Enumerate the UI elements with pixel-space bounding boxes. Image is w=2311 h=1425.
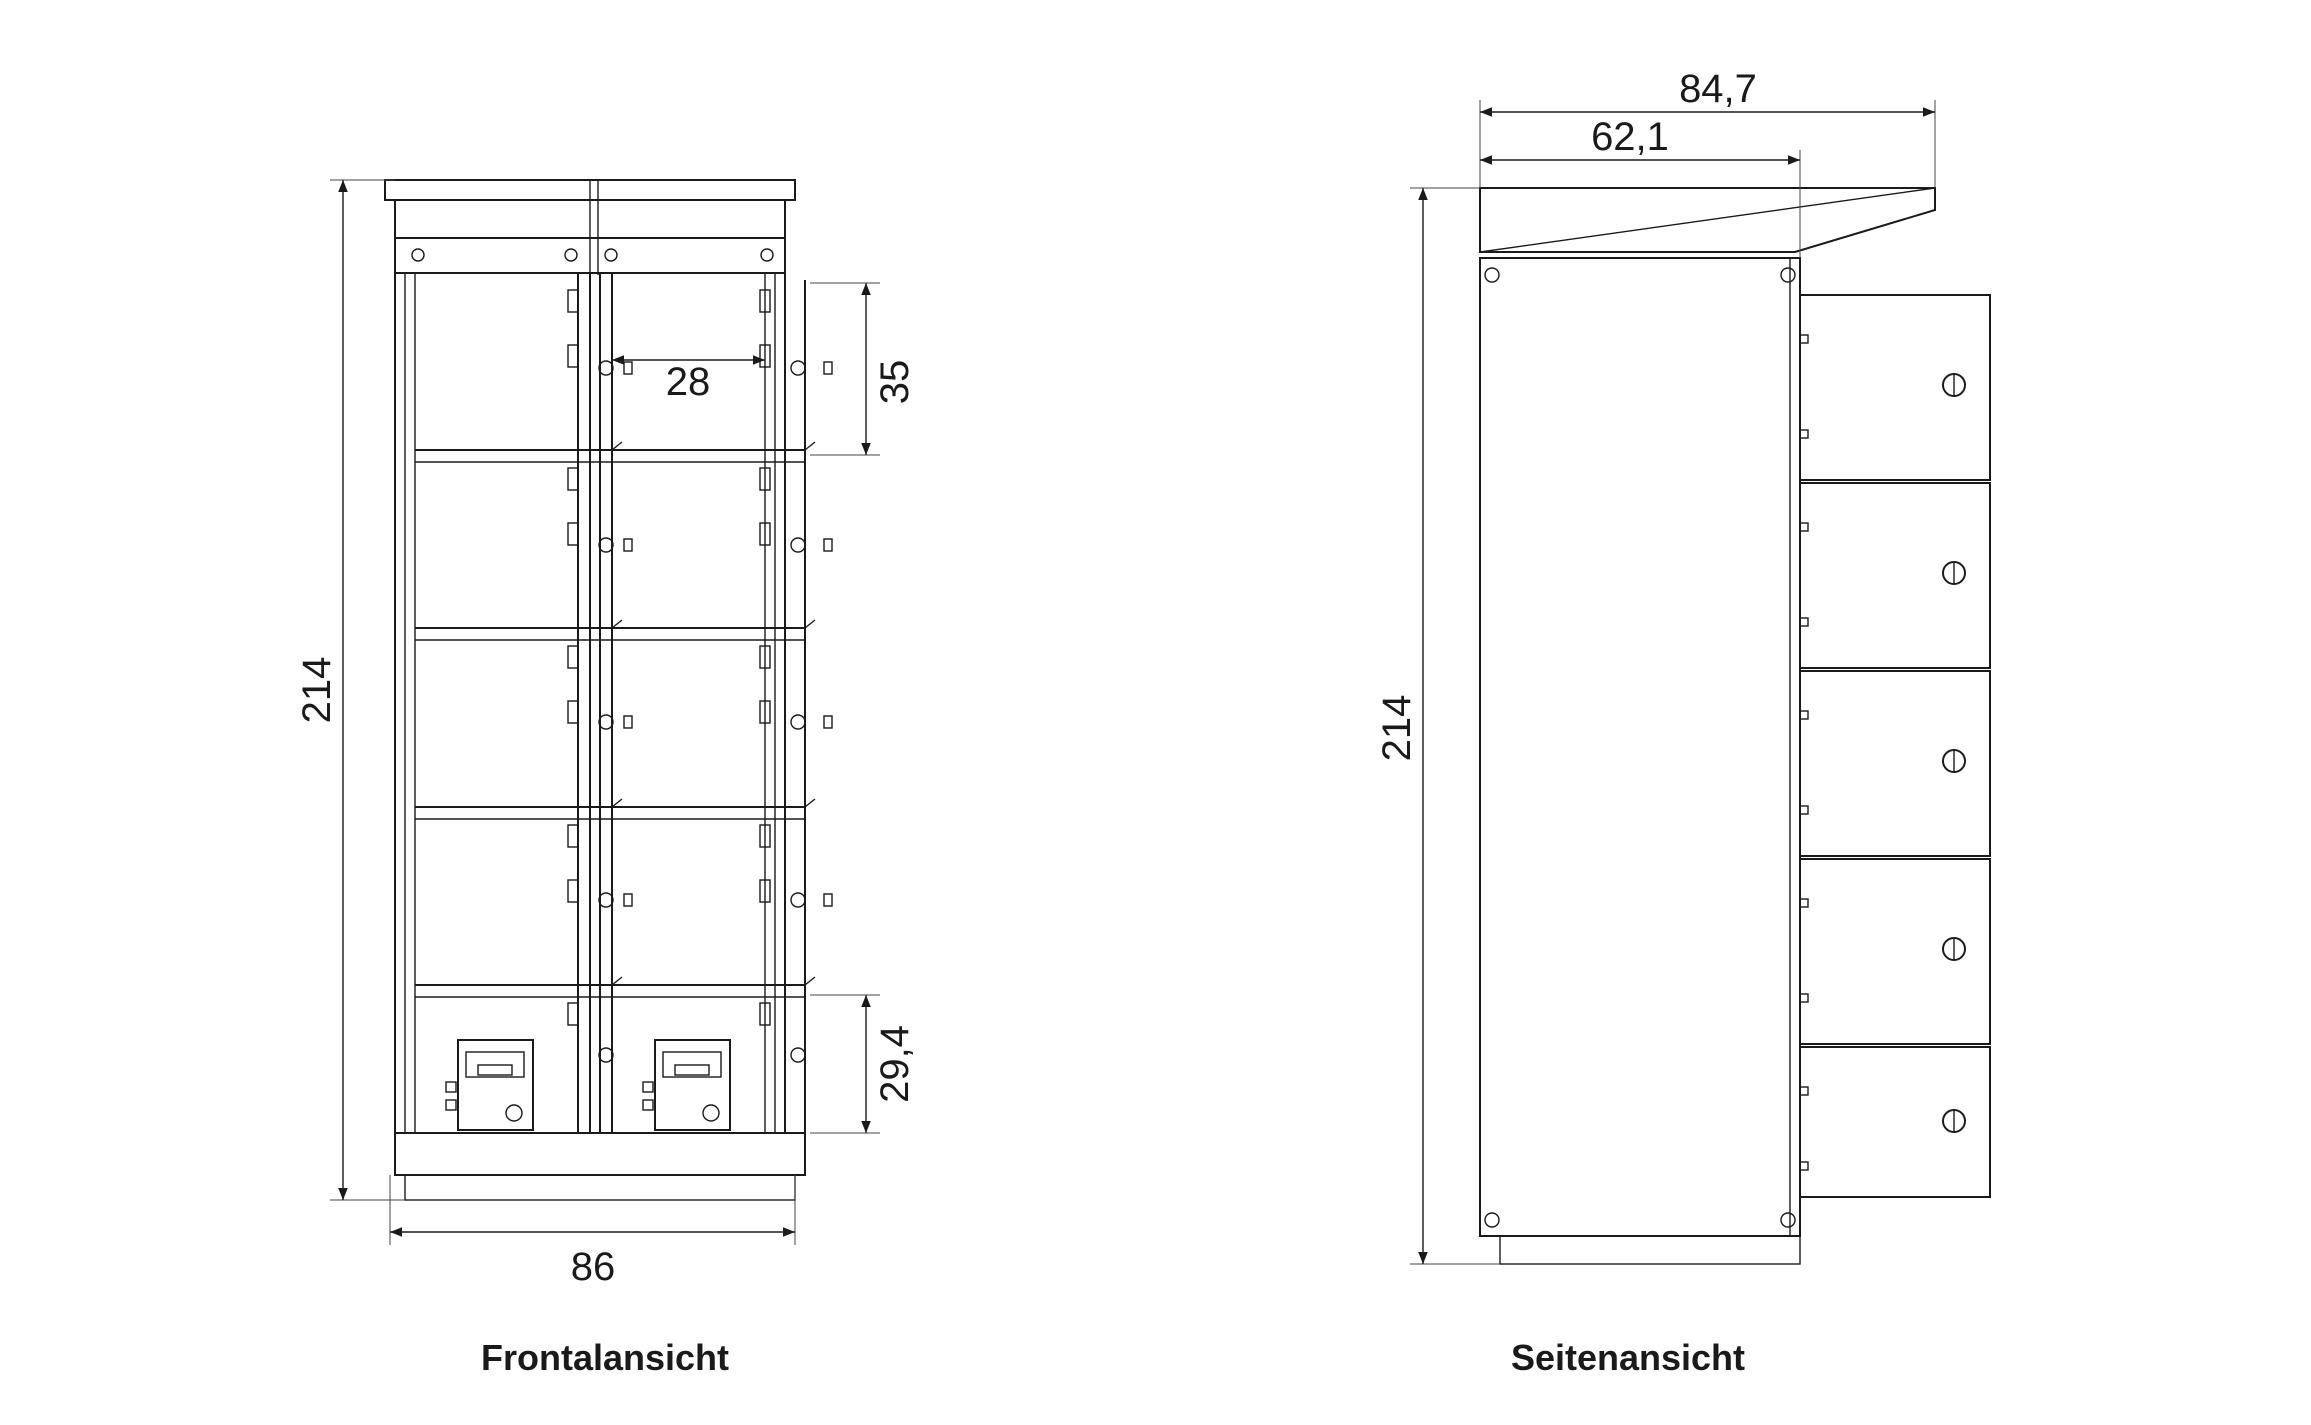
front-inner-label: 28 [666,360,711,404]
side-view-caption: Seitenansicht [1511,1337,1745,1378]
side-total-depth-label: 84,7 [1679,67,1757,111]
front-dim-width: 86 [389,1175,796,1289]
side-height-label: 214 [1375,695,1419,762]
front-plinth [394,1132,806,1176]
front-width-label: 86 [571,1245,616,1289]
front-view: 214 86 28 35 29,4 Frontalansicht [295,179,917,1378]
front-dim-height: 214 [295,179,405,1201]
front-door-hardware [567,289,833,1063]
side-body-depth-label: 62,1 [1591,115,1669,159]
side-view: 214 84,7 62,1 Seitenansicht [1375,67,1991,1378]
side-doors [1799,294,1991,1198]
front-shelves [415,449,805,998]
side-dim-body-depth: 62,1 [1480,115,1801,258]
front-dim-top-compartment: 35 [810,282,917,456]
side-roof [1479,187,1936,253]
front-dim-inner: 28 [612,355,765,404]
front-charging-box-right [642,1039,731,1131]
side-lock-icon [1942,373,1966,1133]
front-height-label: 214 [295,657,339,724]
front-bottom-compartment-label: 29,4 [873,1025,917,1103]
front-top-compartment-label: 35 [873,360,917,405]
side-body [1479,257,1801,1237]
front-dim-bottom-compartment: 29,4 [810,994,917,1134]
front-view-caption: Frontalansicht [481,1337,729,1378]
front-charging-box-left [445,1039,534,1131]
side-dim-height: 214 [1375,187,1500,1265]
side-plinth [1499,1235,1801,1265]
side-dim-total-depth: 84,7 [1479,67,1936,188]
